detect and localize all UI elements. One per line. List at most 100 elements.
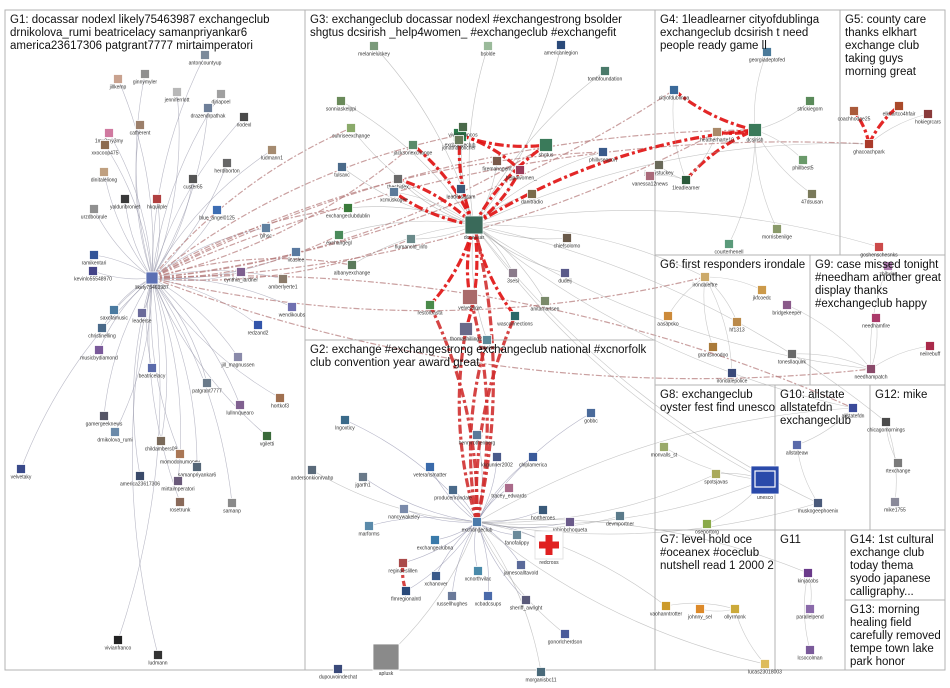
node-vanessa12news[interactable]: vanessa12news	[632, 171, 668, 188]
node-kinjacobs[interactable]: kinjacobs	[798, 568, 819, 585]
node-phillbest5[interactable]: phillbest5	[792, 155, 814, 172]
node-cityofdublinga[interactable]: cityofdublinga	[659, 85, 690, 102]
node-redcross[interactable]: redcross	[534, 530, 564, 566]
node-aasapcko[interactable]: aasapcko	[657, 311, 679, 328]
node-yalduribroniet[interactable]: yalduribroniet	[110, 194, 141, 211]
node-amberlyerte1[interactable]: amberlyerte1	[268, 274, 298, 291]
node-america23617306[interactable]: america23617306	[120, 471, 160, 488]
node-saxofamusic[interactable]: saxofamusic	[100, 305, 128, 322]
node-momodonumoney[interactable]: momodonumoney	[160, 449, 201, 466]
node-danitradio[interactable]: danitradio	[521, 189, 543, 206]
node-patgrant7777[interactable]: patgrant7777	[192, 378, 222, 395]
node-1stwise[interactable]: 1stwise	[479, 335, 496, 352]
node-herdiborton[interactable]: herdiborton	[214, 158, 240, 175]
node-fanofalippy[interactable]: fanofalippy	[505, 530, 530, 547]
node-henryrothenberg[interactable]: henryrothenberg	[459, 430, 496, 447]
node-exchangegl[interactable]: exchangegl	[326, 230, 352, 247]
node-lullnnquearo[interactable]: lullnnquearo	[226, 400, 254, 417]
node-musicbydiamond[interactable]: musicbydiamond	[80, 345, 118, 362]
node-andersonkionrvahp[interactable]: andersonkionrvahp	[291, 465, 334, 482]
node-chicagomornings[interactable]: chicagomornings	[867, 417, 905, 434]
node-mirtaimperatori[interactable]: mirtaimperatori	[161, 476, 195, 493]
node-gamergeeknews[interactable]: gamergeeknews	[86, 411, 123, 428]
node-lngoxticy[interactable]: lngoxticy	[335, 415, 355, 432]
node-productironoda[interactable]: producerirondale	[434, 485, 472, 502]
node-wendikoubs[interactable]: wendikoubs	[279, 302, 306, 319]
node-unesco[interactable]: unesco	[750, 465, 780, 501]
node-strickiegom[interactable]: strickiegom	[797, 96, 823, 113]
node-melanieluckey[interactable]: melanieluckey	[358, 41, 390, 58]
node-oseportorg[interactable]: oseportorg	[695, 519, 719, 536]
node-xcbadcsups[interactable]: xcbadcsups	[475, 591, 502, 608]
node-jill-magnussen[interactable]: jill_magnussen	[220, 352, 255, 369]
node-tracey-edwards[interactable]: tracey_edwards	[491, 483, 527, 500]
node-neilrebuff[interactable]: neilrebuff	[920, 341, 941, 358]
node-vaohanntrotter[interactable]: vaohanntrotter	[650, 601, 683, 618]
node-kevinlo55548970[interactable]: kevinlo55548970	[74, 266, 112, 283]
node-drnikolova-rumi[interactable]: drnikolova_rumi	[97, 427, 133, 444]
node-morganisbc11[interactable]: morganisbc11	[525, 667, 557, 684]
node-jkfcoedc[interactable]: jkfcoedc	[752, 285, 772, 302]
node-georgiadeptofed[interactable]: georgiadeptofed	[749, 47, 785, 64]
node-docassar[interactable]: docassar	[464, 215, 485, 241]
node-rtexchange[interactable]: rtexchange	[886, 458, 911, 475]
node-dudeij[interactable]: dudeij	[558, 268, 572, 285]
node-gobbc[interactable]: gobbc	[584, 408, 598, 425]
node-47dsusan[interactable]: 47dsusan	[801, 189, 823, 206]
node-goshenschesnks[interactable]: goshenschesnks	[860, 242, 898, 259]
node-veteransmatter[interactable]: veteransmatter	[413, 462, 447, 479]
node-xchanover[interactable]: xchanover	[424, 571, 448, 588]
node-janoystuckey[interactable]: janoystuckey	[644, 160, 674, 177]
node-leadersadam[interactable]: leadersadam	[447, 184, 476, 201]
node-hortkof3[interactable]: hortkof3	[271, 393, 289, 410]
node-velvetaky[interactable]: velvetaky	[11, 464, 32, 481]
node-1leadlearner[interactable]: 1leadlearner	[672, 175, 700, 192]
node-jacksonexchange[interactable]: jacksonexchange	[393, 140, 433, 157]
node-monvalls-st[interactable]: monvalls_st	[651, 442, 678, 459]
node-samanp[interactable]: samanp	[223, 498, 241, 515]
node-ghacoachpark[interactable]: ghacoachpark	[853, 139, 885, 156]
node-antoncountyup[interactable]: antoncountyup	[189, 50, 222, 67]
node-tonesllaquirk[interactable]: tonesllaquirk	[778, 349, 807, 366]
node-spotsjavas[interactable]: spotsjavas	[704, 469, 728, 486]
node-jgarth1[interactable]: jgarth1	[354, 472, 371, 489]
node-xcnorthvilac[interactable]: xcnorthvilac	[465, 566, 492, 583]
node-bsolde[interactable]: bsolde	[481, 41, 496, 58]
node-lcsocolman[interactable]: lcsocolman	[797, 645, 823, 662]
node-sonniaskelppi[interactable]: sonniaskelppi	[326, 96, 356, 113]
node-sunriseexchange[interactable]: sunriseexchange	[332, 123, 370, 140]
node-mike1755[interactable]: mike1755	[884, 497, 906, 514]
node-xxocoop475[interactable]: xxocoop475	[92, 140, 119, 157]
node-iicaslee[interactable]: iicaslee	[288, 247, 305, 264]
node-hf1313[interactable]: hf1313	[729, 317, 745, 334]
node-glhsc[interactable]: glhsc	[260, 223, 272, 240]
node-devmportner[interactable]: devmportner	[606, 511, 634, 528]
node-redzand2[interactable]: redzand2	[248, 320, 269, 337]
node-humanold-info[interactable]: humanold_info	[395, 234, 428, 251]
node-reginaeslillen[interactable]: reginaeslillen	[388, 558, 418, 575]
node-exchangeclubna[interactable]: exchangeclubna	[417, 535, 454, 552]
node-phillyseaport[interactable]: phillyseaport	[589, 147, 618, 164]
node-thomashilling2[interactable]: thomashilling2	[450, 322, 482, 343]
node-dinitaleliong[interactable]: dinitaleliong	[91, 167, 118, 184]
node-nodexl[interactable]: nodexl	[237, 112, 252, 129]
node-jenniferrlott[interactable]: jenniferrlott	[164, 87, 190, 104]
node-chiplamerica[interactable]: chiplamerica	[519, 452, 547, 469]
node-hortheroes[interactable]: hortheroes	[531, 505, 555, 522]
node-irondaleftre[interactable]: irondaleftre	[692, 272, 718, 289]
node-dupouvoindechat[interactable]: dupouvoindechat	[319, 664, 358, 681]
node-zhibxinr[interactable]: zhibxinr	[879, 261, 897, 278]
node-grantsvoodoo[interactable]: grantsvoodoo	[698, 342, 729, 359]
node-allstatefdn[interactable]: allstatefdn	[842, 403, 865, 420]
node-anitamartsen[interactable]: anitamartsen	[531, 296, 560, 313]
node-nancywakelev[interactable]: nancywakeley	[388, 504, 420, 521]
node-dcsirish[interactable]: dcsirish	[747, 123, 764, 144]
node-gonorlcherdson[interactable]: gonorlcherdson	[548, 629, 583, 646]
node-jonathanolicher[interactable]: jonathanolicher	[441, 135, 476, 152]
node-elkhartco4hfair[interactable]: elkhartco4hfair	[883, 101, 916, 118]
node-americanlegion[interactable]: americanlegion	[544, 40, 578, 57]
node-cynthia-lardner[interactable]: cynthia_lardner	[224, 267, 259, 284]
node-leaderse[interactable]: leaderse	[132, 308, 152, 325]
node-courterhenell[interactable]: courterhenell	[715, 239, 744, 256]
node-ginnymyler[interactable]: ginnymyler	[133, 69, 158, 86]
